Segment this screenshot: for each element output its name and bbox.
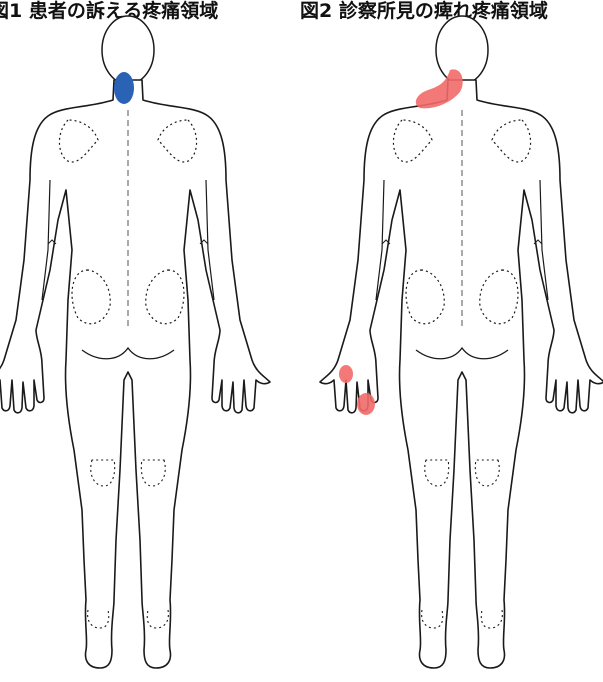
figure2-thumb-region bbox=[339, 365, 353, 383]
figure2-body-outline bbox=[320, 16, 603, 668]
figure1-body-outline bbox=[0, 16, 270, 668]
figure1-pain-region bbox=[114, 72, 134, 104]
figure2-fingers-region bbox=[357, 393, 375, 415]
